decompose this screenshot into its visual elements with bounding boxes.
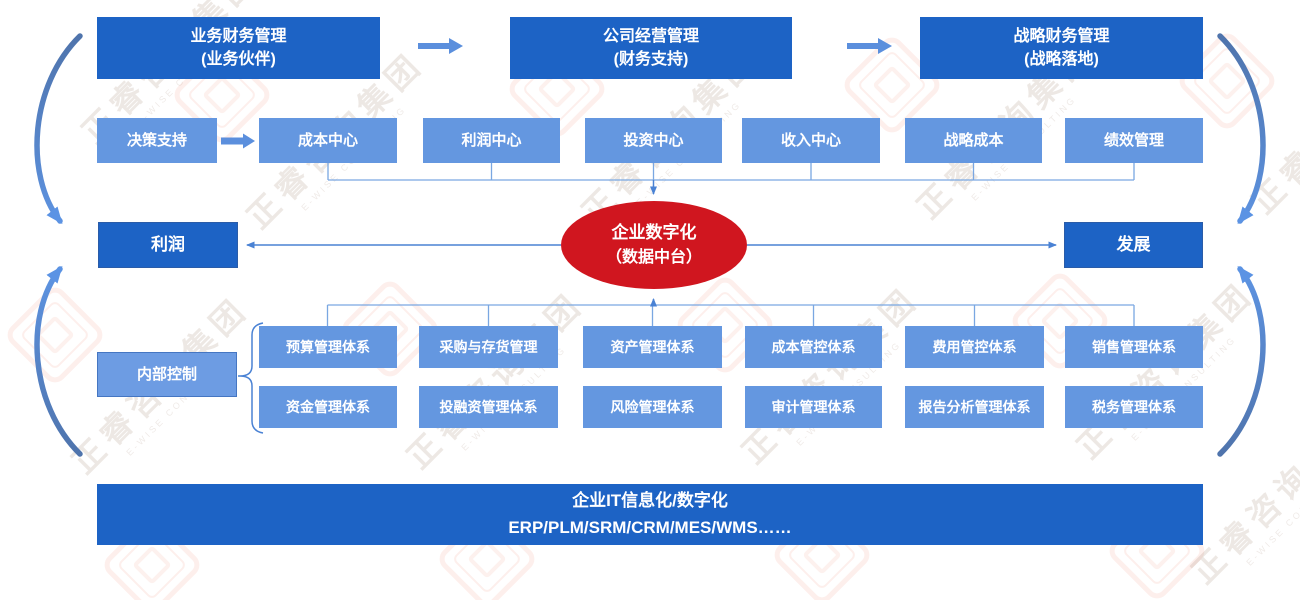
it-digitalization-bar: 企业IT信息化/数字化 ERP/PLM/SRM/CRM/MES/WMS…… — [97, 484, 1203, 545]
node-label: 投融资管理体系 — [439, 398, 538, 415]
node-label: 税务管理体系 — [1092, 398, 1176, 415]
node-internal-control: 内部控制 — [97, 352, 237, 397]
node-profit-center: 利润中心 — [423, 118, 560, 163]
right-top-curve-arrow — [1217, 33, 1266, 225]
node-label: 资产管理体系 — [610, 338, 695, 355]
node-development: 发展 — [1064, 222, 1203, 268]
flow-arrow-2 — [847, 38, 892, 54]
left-top-curve-arrow — [34, 33, 83, 225]
node-label: 收入中心 — [780, 131, 841, 149]
left-bottom-curve-arrow — [34, 265, 83, 457]
node-cost-control-system: 成本管控体系 — [745, 326, 882, 368]
node-label: 采购与存货管理 — [439, 338, 538, 355]
node-report-analysis-system: 报告分析管理体系 — [905, 386, 1044, 428]
node-label-line1: 战略财务管理 — [1013, 27, 1110, 45]
node-cost-center: 成本中心 — [259, 118, 397, 163]
node-label-line2: (战略落地) — [1024, 51, 1099, 68]
node-strategic-cost: 战略成本 — [905, 118, 1042, 163]
node-asset-system: 资产管理体系 — [583, 326, 722, 368]
bottom-bus-connector — [326, 304, 1135, 326]
node-label: 发展 — [1116, 234, 1151, 254]
node-label: 风险管理体系 — [610, 398, 695, 415]
node-investment-center: 投资中心 — [585, 118, 722, 163]
node-label: 决策支持 — [126, 131, 187, 149]
node-expense-control-system: 费用管控体系 — [905, 326, 1044, 368]
node-decision-support: 决策支持 — [97, 118, 217, 163]
node-label: 报告分析管理体系 — [918, 398, 1031, 415]
hub-label-line1: 企业数字化 — [611, 223, 697, 243]
it-bar-line1: 企业IT信息化/数字化 — [572, 491, 728, 511]
node-digital-hub: 企业数字化 （数据中台） — [561, 201, 747, 289]
node-label: 资金管理体系 — [286, 398, 370, 415]
node-label: 内部控制 — [136, 365, 197, 383]
node-label: 绩效管理 — [1103, 131, 1164, 149]
node-label-line2: (业务伙伴) — [201, 51, 276, 68]
node-label: 成本管控体系 — [771, 338, 856, 355]
node-label-line1: 业务财务管理 — [190, 27, 287, 45]
node-label: 预算管理体系 — [286, 338, 370, 355]
node-risk-system: 风险管理体系 — [583, 386, 722, 428]
node-strategic-finance: 战略财务管理 (战略落地) — [920, 17, 1203, 79]
node-label: 利润中心 — [461, 131, 522, 149]
node-budget-system: 预算管理体系 — [259, 326, 397, 368]
node-label: 利润 — [151, 234, 185, 254]
flow-arrow-1 — [418, 38, 463, 54]
node-label: 成本中心 — [297, 131, 358, 149]
node-company-operation: 公司经营管理 (财务支持) — [510, 17, 792, 79]
node-label: 战略成本 — [943, 131, 1004, 149]
hub-label-line2: （数据中台） — [605, 248, 702, 266]
node-procurement-inventory: 采购与存货管理 — [419, 326, 558, 368]
node-label: 销售管理体系 — [1092, 338, 1176, 355]
right-bottom-curve-arrow — [1217, 265, 1266, 457]
top-bus-connector — [327, 163, 1135, 181]
it-bar-line2: ERP/PLM/SRM/CRM/MES/WMS…… — [508, 517, 792, 537]
node-profit: 利润 — [98, 222, 238, 268]
node-label-line2: (财务支持) — [613, 51, 689, 68]
node-label: 审计管理体系 — [771, 398, 856, 415]
node-label: 费用管控体系 — [932, 338, 1017, 355]
node-capital-system: 资金管理体系 — [259, 386, 397, 428]
node-label-line1: 公司经营管理 — [602, 27, 699, 45]
node-performance-management: 绩效管理 — [1065, 118, 1203, 163]
node-tax-system: 税务管理体系 — [1065, 386, 1203, 428]
decision-arrow — [221, 133, 255, 149]
node-sales-system: 销售管理体系 — [1065, 326, 1203, 368]
node-audit-system: 审计管理体系 — [745, 386, 882, 428]
node-revenue-center: 收入中心 — [742, 118, 880, 163]
node-investment-financing-system: 投融资管理体系 — [419, 386, 558, 428]
node-business-finance: 业务财务管理 (业务伙伴) — [97, 17, 380, 79]
node-label: 投资中心 — [623, 131, 684, 149]
